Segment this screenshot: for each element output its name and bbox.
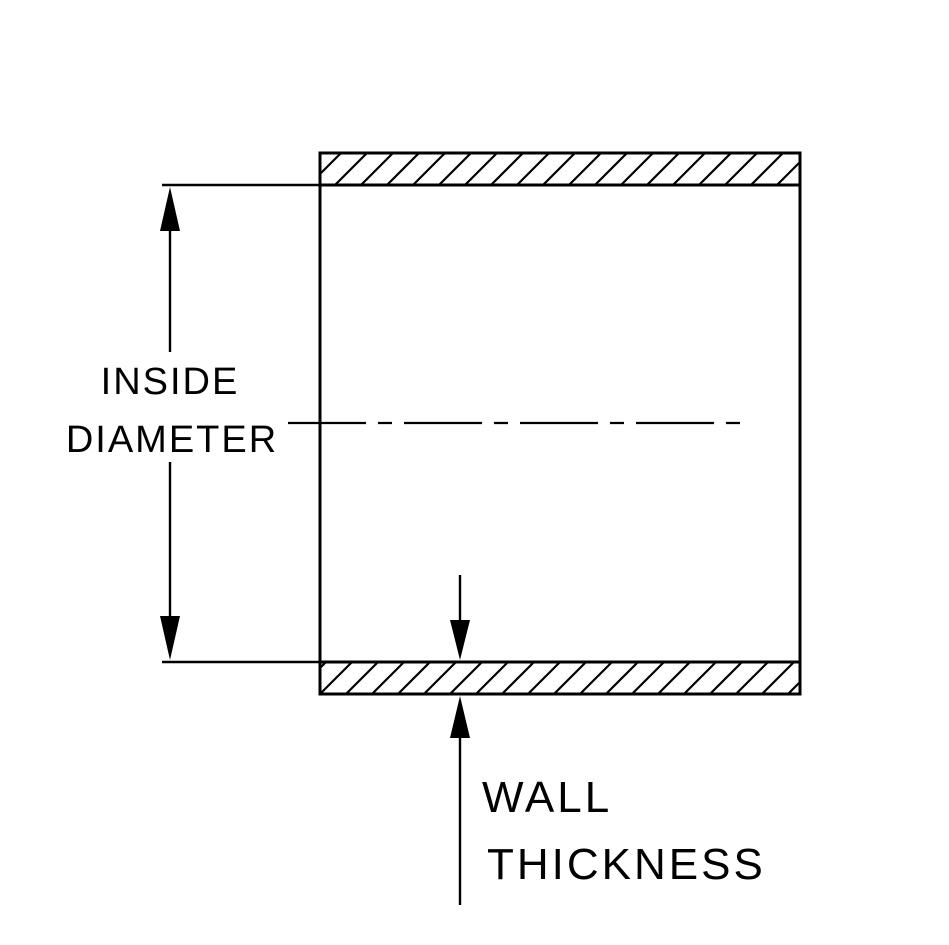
inside-diameter-arrow-down	[160, 616, 180, 660]
inside-diameter-label-line1: INSIDE	[101, 361, 240, 403]
top-wall-hatch	[320, 153, 800, 185]
diagram-arrows	[160, 187, 470, 738]
bottom-wall-hatch	[320, 662, 800, 694]
wall-thickness-label-line2: THICKNESS	[487, 840, 766, 889]
wall-thickness-arrow-down	[450, 620, 470, 660]
wall-thickness-label-line1: WALL	[482, 773, 612, 822]
diagram-labels: INSIDE DIAMETER WALL THICKNESS	[66, 361, 766, 889]
inside-diameter-arrow-up	[160, 187, 180, 231]
diagram-lines	[162, 151, 802, 905]
inside-diameter-label-line2: DIAMETER	[66, 419, 278, 461]
wall-thickness-arrow-up	[450, 696, 470, 738]
